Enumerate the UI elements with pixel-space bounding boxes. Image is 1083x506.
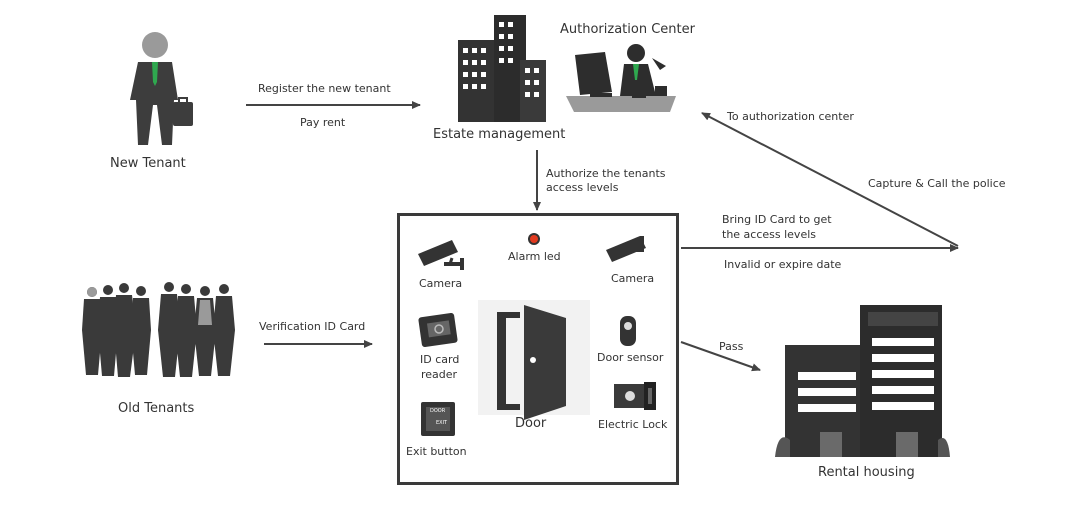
node-old-tenants: Old Tenants	[118, 401, 195, 416]
arrow-to-authorization-center	[701, 112, 959, 247]
edge-label-invalid-date: Invalid or expire date	[724, 258, 842, 271]
label-exit-button: Exit button	[406, 445, 467, 458]
label-camera-left: Camera	[419, 277, 463, 290]
edge-label-pay-rent: Pay rent	[300, 116, 346, 129]
label-door-sensor: Door sensor	[597, 351, 664, 364]
edge-label-bring-id-2: the access levels	[722, 228, 816, 241]
node-rental-housing: Rental housing	[818, 465, 915, 480]
edge-label-authorize-2: access levels	[546, 181, 619, 194]
label-id-card-reader-1: ID card	[420, 353, 460, 366]
label-door: Door	[515, 416, 547, 431]
exit-button-face-text-1: DOOR	[430, 408, 446, 414]
edge-label-pass: Pass	[719, 340, 744, 353]
label-alarm-led: Alarm led	[508, 250, 561, 263]
door-system-panel	[397, 213, 679, 485]
node-estate-management: Estate management	[433, 127, 566, 142]
edge-label-verification: Verification ID Card	[259, 320, 366, 333]
node-new-tenant: New Tenant	[110, 156, 186, 171]
edge-label-register: Register the new tenant	[258, 82, 391, 95]
edge-label-capture-call-police: Capture & Call the police	[868, 177, 1006, 190]
edge-label-bring-id-1: Bring ID Card to get	[722, 213, 832, 226]
label-camera-right: Camera	[611, 272, 655, 285]
label-id-card-reader-2: reader	[421, 368, 458, 381]
edge-label-authorize-1: Authorize the tenants	[546, 167, 666, 180]
node-authorization-center: Authorization Center	[560, 22, 695, 37]
label-electric-lock: Electric Lock	[598, 418, 668, 431]
arrow-pass	[680, 341, 761, 372]
exit-button-face-text-2: EXIT	[436, 420, 448, 426]
edge-label-to-authorization-center: To authorization center	[727, 110, 854, 123]
